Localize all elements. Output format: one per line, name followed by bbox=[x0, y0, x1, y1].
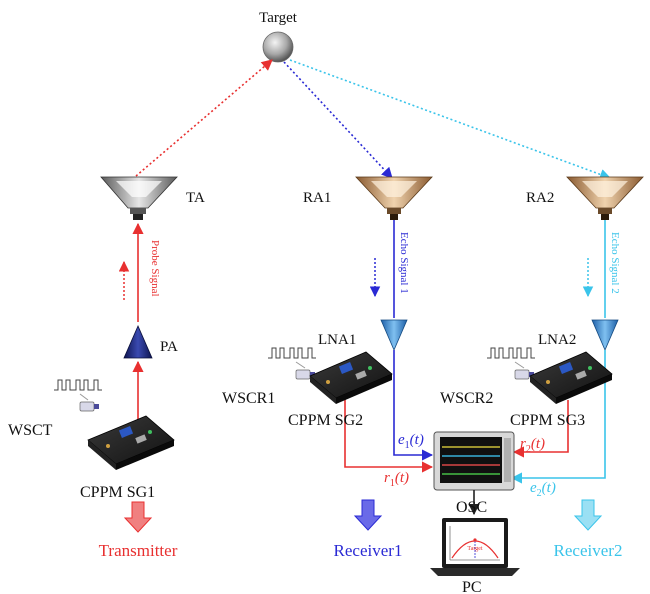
receiver1-arrow-icon bbox=[353, 499, 383, 531]
sg3-board bbox=[529, 351, 613, 404]
wscr1-label: WSCR1 bbox=[222, 390, 275, 407]
cppm-sg2-label: CPPM SG2 bbox=[288, 412, 363, 429]
wsct-waveform-icon bbox=[54, 379, 102, 401]
ra1-antenna bbox=[355, 176, 433, 220]
sg2-board bbox=[309, 351, 393, 404]
sg3-to-osc-line bbox=[512, 400, 569, 458]
r2-signal-label: r2(t) bbox=[520, 436, 545, 455]
receiver2-label: Receiver2 bbox=[554, 541, 623, 560]
ta-label: TA bbox=[186, 190, 205, 206]
target-sphere bbox=[262, 31, 294, 63]
cppm-sg1-label: CPPM SG1 bbox=[80, 484, 155, 501]
echo-signal-1-label: Echo Signal 1 bbox=[398, 232, 410, 294]
lna2-to-osc-line bbox=[510, 350, 606, 484]
sg1-board bbox=[87, 415, 175, 470]
echo1-path bbox=[283, 61, 393, 179]
lna1-label: LNA1 bbox=[318, 332, 356, 348]
probe-path bbox=[135, 59, 273, 177]
ra1-label: RA1 bbox=[303, 190, 331, 206]
pc-screen-target-label: Target bbox=[467, 546, 482, 552]
echo2-path bbox=[289, 59, 612, 180]
ta-antenna bbox=[100, 176, 178, 220]
echo-signal-2-label: Echo Signal 2 bbox=[609, 232, 621, 294]
e1-signal-label: e1(t) bbox=[398, 432, 424, 451]
receiver1-label: Receiver1 bbox=[334, 541, 403, 560]
target-label: Target bbox=[259, 10, 298, 26]
wscr2-label: WSCR2 bbox=[440, 390, 493, 407]
wscr1-waveform-icon bbox=[268, 347, 316, 369]
pc-label: PC bbox=[462, 579, 482, 594]
probe-signal-label: Probe Signal bbox=[149, 240, 161, 297]
wsct-label: WSCT bbox=[8, 422, 53, 439]
osc-label: OSC bbox=[456, 499, 487, 516]
ra2-label: RA2 bbox=[526, 190, 554, 206]
pa-amplifier bbox=[123, 325, 153, 359]
r1-signal-label: r1(t) bbox=[384, 470, 409, 489]
ra2-antenna bbox=[566, 176, 644, 220]
e2-signal-label: e2(t) bbox=[530, 480, 556, 499]
transmitter-arrow-icon bbox=[123, 501, 153, 533]
wsct-module bbox=[79, 401, 99, 412]
lna2-label: LNA2 bbox=[538, 332, 576, 348]
wscr2-waveform-icon bbox=[487, 347, 535, 369]
pa-label: PA bbox=[160, 339, 178, 355]
transmitter-label: Transmitter bbox=[99, 541, 178, 560]
lna1-to-osc-line bbox=[393, 350, 434, 461]
sg2-to-osc-line bbox=[344, 395, 434, 473]
lna2-amplifier bbox=[591, 319, 619, 352]
wscr2-module bbox=[514, 369, 534, 380]
oscilloscope bbox=[433, 431, 515, 491]
pc-laptop bbox=[430, 518, 520, 576]
receiver2-arrow-icon bbox=[573, 499, 603, 531]
lna1-amplifier bbox=[380, 319, 408, 352]
cppm-sg3-label: CPPM SG3 bbox=[510, 412, 585, 429]
